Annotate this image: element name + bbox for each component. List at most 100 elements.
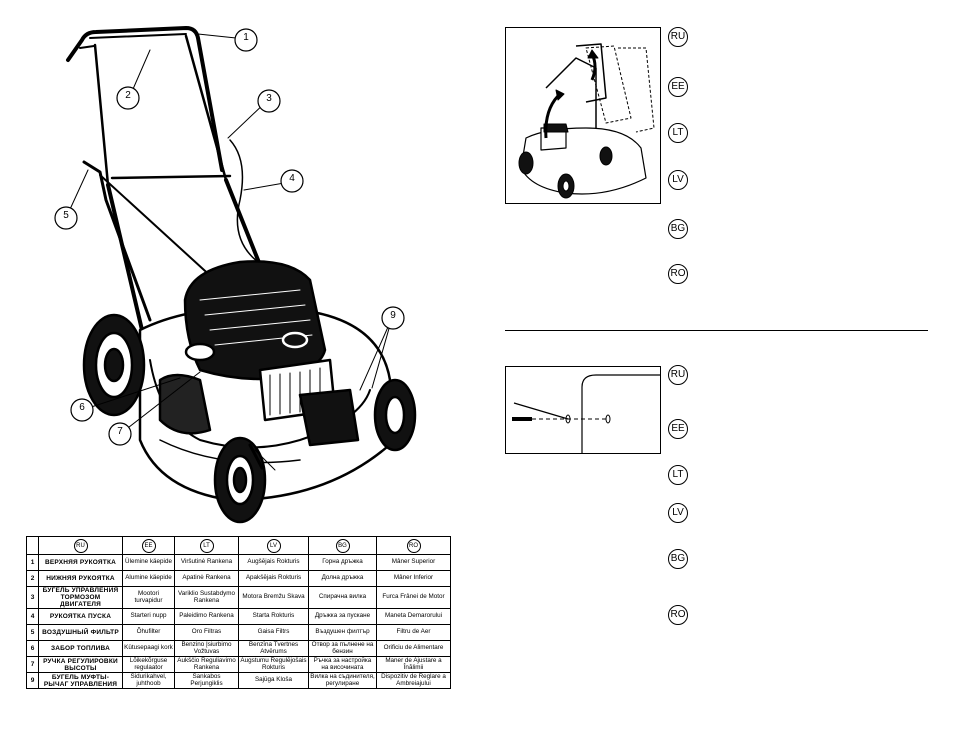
table-header-cell [26, 536, 39, 555]
part-name-cell: Gaisa Filtrs [238, 624, 309, 642]
lang-badge-lt: LT [668, 465, 688, 485]
part-name-cell: Viršutinė Rankena [174, 554, 239, 571]
fold-handle-drawing [518, 43, 655, 199]
part-name-cell: Mootori turvapidur [122, 585, 175, 610]
callout-number: 3 [266, 93, 272, 104]
part-name-cell: Maneta Demarorului [376, 608, 451, 626]
part-name-cell: Kütusepaagi kork [122, 640, 175, 658]
table-header-cell: EE [122, 536, 175, 555]
part-name-cell: Õhufilter [122, 624, 175, 642]
part-name-cell: Ръчка за настройка на височината [308, 656, 377, 674]
part-name-cell: Sajūga Kloša [238, 672, 309, 690]
starter-rope-drawing [512, 374, 660, 453]
part-name-cell: Apakšējais Rokturis [238, 570, 309, 587]
part-name-cell: ВОЗДУШНЫЙ ФИЛЬТР [38, 624, 123, 642]
lang-badge-ru: RU [668, 365, 688, 385]
part-name-cell: Lõikekõrguse regulaator [122, 656, 175, 674]
part-name-cell: Alumine käepide [122, 570, 175, 587]
callout-number: 7 [117, 426, 123, 437]
lang-badge-bg: BG [335, 538, 350, 553]
part-name-cell: Augšējais Rokturis [238, 554, 309, 571]
part-name-cell: Горна дръжка [308, 554, 377, 571]
lawn-mower-illustration [54, 26, 417, 524]
part-name-cell: Benzino Įsiurbimo Vožtuvas [174, 640, 239, 658]
lang-badge-ee: EE [668, 77, 688, 97]
lang-badge-lv: LV [668, 170, 688, 190]
callout-number: 9 [390, 310, 396, 321]
part-number-cell: 7 [26, 656, 39, 674]
part-name-cell: РУЧКА РЕГУЛИРОВКИ ВЫСОТЫ [38, 656, 123, 674]
callout-number: 2 [125, 90, 131, 101]
part-name-cell: Долна дръжка [308, 570, 377, 587]
lang-badge-ru: RU [73, 538, 88, 553]
table-header-cell: RO [376, 536, 451, 555]
part-name-cell: БУГЕЛЬ МУФТЫ- РЫЧАГ УПРАВЛЕНИЯ [38, 672, 123, 690]
part-name-cell: Отвор за пълнене на бензин [308, 640, 377, 658]
lang-badge-lt: LT [668, 123, 688, 143]
part-name-cell: РУКОЯТКА ПУСКА [38, 608, 123, 626]
part-number-cell: 5 [26, 624, 39, 642]
part-name-cell: Augstumu Regulējošais Rokturis [238, 656, 309, 674]
part-name-cell: Starta Rokturis [238, 608, 309, 626]
part-name-cell: Paleidimo Rankena [174, 608, 239, 626]
lang-badge-ro: RO [406, 538, 421, 553]
fold-handle-figure [505, 27, 661, 204]
table-header-row: RU EE LT LV BG RO [26, 536, 451, 555]
part-name-cell: Mâner Inferior [376, 570, 451, 587]
part-name-cell: Maner de Ajustare a Înălimii [376, 656, 451, 674]
part-number-cell: 1 [26, 554, 39, 571]
callout-number: 1 [243, 32, 249, 43]
lang-badge-ro: RO [668, 264, 688, 284]
part-name-cell: НИЖНЯЯ РУКОЯТКА [38, 570, 123, 587]
part-name-cell: Apatinė Rankena [174, 570, 239, 587]
part-name-cell: БУГЕЛЬ УПРАВЛЕНИЯ ТОРМОЗОМ ДВИГАТЕЛЯ [38, 585, 123, 610]
lang-badge-bg: BG [668, 549, 688, 569]
part-name-cell: Въздушен филтър [308, 624, 377, 642]
part-name-cell: Mâner Superior [376, 554, 451, 571]
part-name-cell: Orificiu de Alimentare [376, 640, 451, 658]
part-name-cell: ЗАБОР ТОПЛИВА [38, 640, 123, 658]
part-name-cell: Спирачна вилка [308, 585, 377, 610]
callout-number: 6 [79, 402, 85, 413]
part-name-cell: Variklio Sustabdymo Rankena [174, 585, 239, 610]
part-name-cell: Sidurikahvel, juhthoob [122, 672, 175, 690]
callout-number: 4 [289, 173, 295, 184]
lang-badge-lt: LT [199, 538, 214, 553]
lang-badge-ru: RU [668, 27, 688, 47]
part-name-cell: Benzīna Tvertnes Atvērums [238, 640, 309, 658]
part-name-cell: Furca Frânei de Motor [376, 585, 451, 610]
table-header-cell: LV [238, 536, 309, 555]
part-number-cell: 4 [26, 608, 39, 626]
part-number-cell: 9 [26, 672, 39, 690]
lang-badge-lv: LV [266, 538, 281, 553]
part-name-cell: Sankabos Perjungiklis [174, 672, 239, 690]
part-name-cell: Aukščio Reguliavimo Rankena [174, 656, 239, 674]
table-header-cell: RU [38, 536, 123, 555]
lang-badge-bg: BG [668, 219, 688, 239]
table-header-cell: LT [174, 536, 239, 555]
part-name-cell: Ülemine käepide [122, 554, 175, 571]
part-name-cell: ВЕРХНЯЯ РУКОЯТКА [38, 554, 123, 571]
table-header-cell: BG [308, 536, 377, 555]
part-number-cell: 2 [26, 570, 39, 587]
part-name-cell: Dispozitiv de Reglare a Ambreiajului [376, 672, 451, 690]
part-number-cell: 6 [26, 640, 39, 658]
part-name-cell: Motora Bremžu Skava [238, 585, 309, 610]
lang-badge-ro: RO [668, 605, 688, 625]
part-name-cell: Oro Filtras [174, 624, 239, 642]
part-name-cell: Дръжка за пускане [308, 608, 377, 626]
part-name-cell: Starteri nupp [122, 608, 175, 626]
lang-badge-ee: EE [668, 419, 688, 439]
section-divider [505, 330, 928, 331]
callout-number: 5 [63, 210, 69, 221]
lang-badge-ee: EE [141, 538, 156, 553]
